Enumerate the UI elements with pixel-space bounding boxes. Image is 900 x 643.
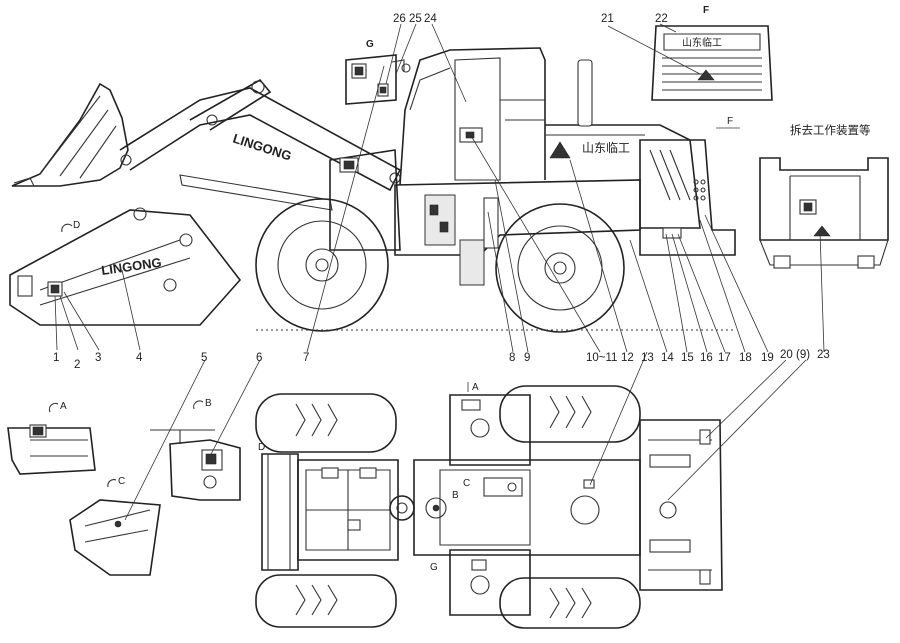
callout-4: 4 — [136, 352, 143, 364]
view-f-label: F — [703, 5, 709, 16]
view-f-inset: F 山东临工 — [651, 5, 773, 101]
callout-9-paren: (9) — [796, 349, 810, 361]
side-hood-brand: 山东临工 — [582, 141, 630, 155]
callout-25: 25 — [409, 13, 422, 25]
side-bucket — [11, 82, 129, 187]
view-c-label: C — [118, 476, 125, 487]
callout-16: 16 — [700, 352, 713, 364]
callout-20: 20 — [780, 349, 793, 361]
view-f-arrow: F — [716, 116, 740, 129]
view-a-label: A — [60, 401, 67, 412]
top-articulation — [389, 495, 415, 521]
callout-13: 13 — [641, 352, 654, 364]
side-counterweight — [639, 139, 736, 256]
side-upper-link — [189, 78, 272, 131]
top-arrow-g-label: G — [430, 562, 438, 573]
callout-9: 9 — [524, 352, 530, 364]
top-arrow-b-label: B — [452, 490, 459, 501]
side-rear-wheel — [495, 203, 625, 333]
tire-treads — [295, 395, 592, 619]
callout-26: 26 — [393, 13, 406, 25]
view-d-label: D — [73, 220, 80, 231]
callout-12: 12 — [621, 352, 634, 364]
view-g-inset: G — [345, 39, 411, 105]
view-a-inset: A — [7, 401, 96, 475]
callout-3: 3 — [95, 352, 101, 364]
callout-6: 6 — [256, 352, 262, 364]
callout-23: 23 — [817, 349, 830, 361]
callout-18: 18 — [739, 352, 752, 364]
top-front-frame — [297, 459, 399, 561]
view-f-arrow-label: F — [727, 116, 733, 127]
callout-24: 24 — [424, 13, 437, 25]
view-c-inset: C — [69, 476, 161, 576]
callout-17: 17 — [718, 352, 731, 364]
top-arrow-c-label: C — [463, 478, 470, 489]
callout-5: 5 — [201, 352, 207, 364]
view-b-inset: B — [150, 398, 241, 501]
callout-8: 8 — [509, 352, 515, 364]
view-g-label: G — [366, 39, 374, 50]
callout-2: 2 — [74, 359, 80, 371]
callout-numbers: 1 2 3 4 5 6 7 8 9 10~11 12 13 14 15 16 1… — [53, 13, 830, 371]
side-exhaust — [577, 59, 593, 127]
callout-22: 22 — [655, 13, 668, 25]
view-d-inset: D LINGONG — [9, 207, 242, 326]
removed-note: 拆去工作装置等 — [790, 123, 871, 137]
callout-21: 21 — [601, 13, 614, 25]
callout-19: 19 — [761, 352, 774, 364]
top-view-loader: A D B C G — [255, 382, 723, 629]
rear-view-removed-equipment: 拆去工作装置等 — [759, 123, 889, 269]
side-cab — [399, 47, 546, 186]
side-lift-cylinder — [179, 174, 333, 211]
top-arrow-d-label: D — [258, 442, 265, 453]
callout-7: 7 — [303, 352, 309, 364]
view-d-brand: LINGONG — [100, 255, 162, 278]
callout-1: 1 — [53, 352, 59, 364]
top-arrow-a-label: A — [472, 382, 479, 393]
view-b-label: B — [205, 398, 212, 409]
top-cab-upper — [449, 394, 531, 466]
top-bucket — [261, 453, 299, 571]
side-front-wheel — [255, 198, 389, 332]
leader-lines — [54, 23, 825, 521]
callout-15: 15 — [681, 352, 694, 364]
callout-14: 14 — [661, 352, 674, 364]
side-brand-text: LINGONG — [231, 131, 293, 164]
side-vent-dots — [693, 179, 706, 201]
top-cab-lower — [449, 549, 531, 616]
top-counterweight — [639, 419, 723, 591]
side-view-loader: LINGONG 山东临工 — [11, 47, 736, 333]
side-front-frame — [329, 149, 401, 251]
callout-10-11: 10~11 — [586, 352, 617, 364]
top-rear-body — [413, 459, 641, 556]
view-f-brand: 山东临工 — [682, 36, 722, 49]
